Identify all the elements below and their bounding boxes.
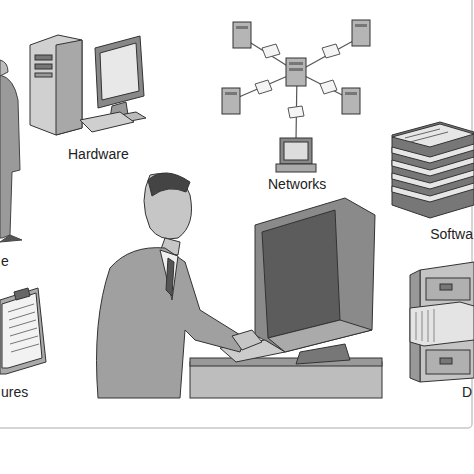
hardware-icon	[30, 35, 146, 135]
networks-label: Networks	[268, 176, 326, 192]
software-icon	[392, 122, 474, 218]
people-label: e	[1, 253, 9, 269]
procedures-icon	[0, 288, 46, 374]
frame	[0, 0, 472, 428]
people-figure	[0, 60, 22, 242]
software-label: Softwa	[430, 226, 473, 242]
hardware-label: Hardware	[68, 146, 129, 162]
data-icon	[410, 262, 474, 382]
data-label: D	[462, 384, 472, 400]
user-at-computer	[97, 173, 383, 398]
network-icon	[222, 20, 370, 172]
procedures-label: ures	[1, 384, 28, 400]
